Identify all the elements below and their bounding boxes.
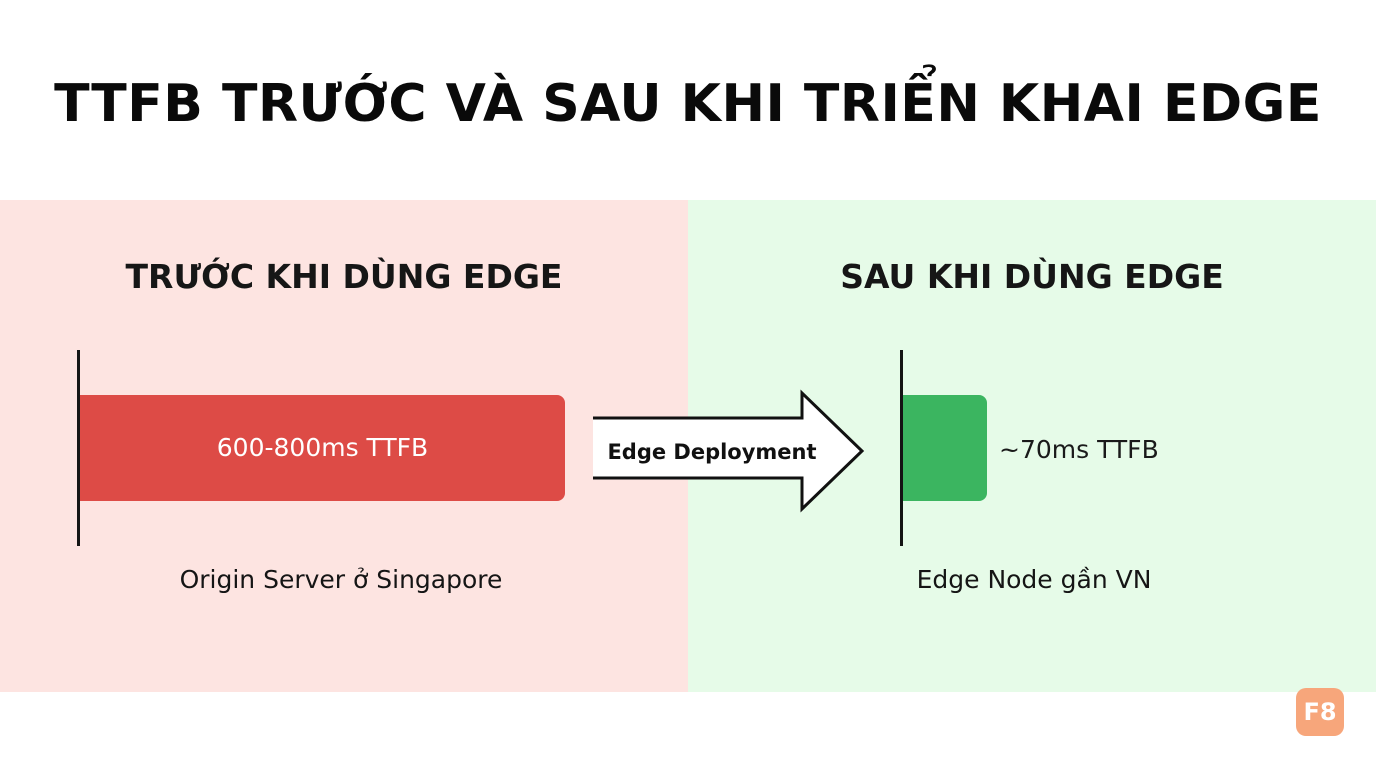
before-axis-line [77, 350, 80, 546]
f8-logo: F8 [1296, 688, 1344, 736]
before-caption: Origin Server ở Singapore [179, 565, 503, 594]
after-heading: SAU KHI DÙNG EDGE [840, 257, 1224, 296]
before-heading: TRƯỚC KHI DÙNG EDGE [125, 257, 563, 296]
after-ttfb-label: ~70ms TTFB [999, 435, 1159, 464]
before-ttfb-bar [80, 395, 565, 501]
page-title: TTFB TRƯỚC VÀ SAU KHI TRIỂN KHAI EDGE [54, 74, 1322, 134]
after-ttfb-bar [903, 395, 987, 501]
after-caption: Edge Node gần VN [916, 565, 1152, 594]
after-axis-line [900, 350, 903, 546]
right-arrow-icon [593, 389, 865, 513]
edge-deployment-label: Edge Deployment [607, 440, 817, 464]
before-ttfb-label: 600-800ms TTFB [216, 433, 429, 462]
